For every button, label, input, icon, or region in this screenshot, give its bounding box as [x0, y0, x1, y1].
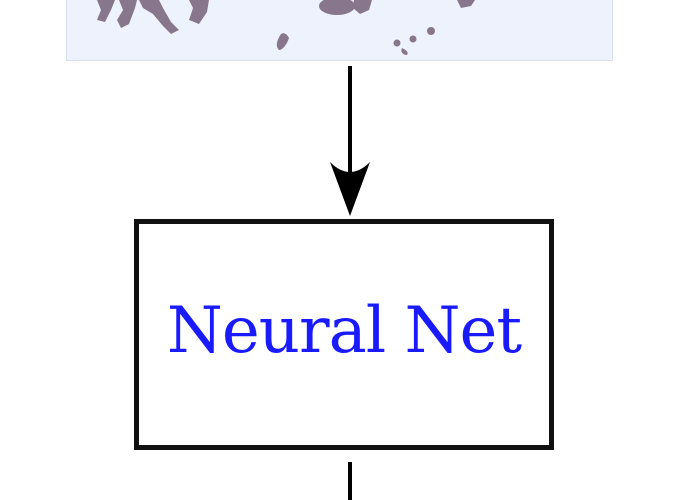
neural-net-node: Neural Net	[134, 219, 554, 450]
input-image-panel	[66, 0, 613, 61]
handwritten-digit-sample-icon	[97, 0, 475, 55]
neural-net-label: Neural Net	[166, 293, 522, 368]
arrow-net-to-output	[348, 462, 352, 500]
arrow-input-to-net	[330, 66, 370, 216]
